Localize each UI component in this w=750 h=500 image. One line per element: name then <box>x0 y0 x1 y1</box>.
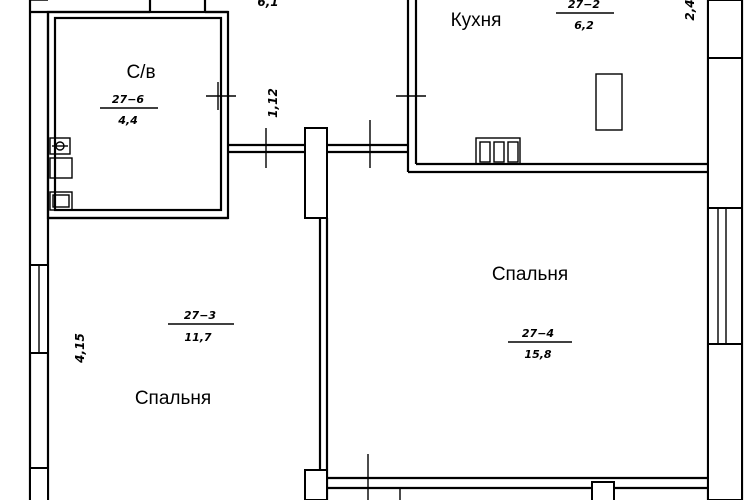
bathroom-fixture-bottom <box>49 191 73 211</box>
bedroom-left-code: 27−3 <box>184 309 217 322</box>
kitchen-code: 27−2 <box>568 0 601 11</box>
bedroom-left-area: 11,7 <box>184 331 211 344</box>
bathroom-fixture-mid <box>49 157 73 179</box>
kitchen-table <box>595 73 623 131</box>
bathroom-outer <box>46 10 230 220</box>
kitchen-name: Кухня <box>451 10 502 31</box>
left-window-lower <box>29 467 49 500</box>
left-wall-dimension: 4,15 <box>73 333 87 364</box>
corridor-dimension: 1,12 <box>266 88 280 118</box>
right-wall-lower <box>707 343 743 500</box>
right-window-upper <box>707 0 743 59</box>
pillar <box>304 127 328 219</box>
right-window-middle <box>707 207 743 345</box>
kitchen-stove-burner-1 <box>479 141 491 163</box>
bathroom-fixture-bottom-inner <box>52 194 70 208</box>
bedroom-left-name: Спальня <box>135 388 211 409</box>
top-right-partial-dimension: 2,4 <box>683 0 697 21</box>
bathroom-fixture-top <box>49 137 71 155</box>
bedroom-right-code: 27−4 <box>522 327 554 340</box>
top-partial-dimension: 6,1 <box>257 0 278 9</box>
right-wall-segment <box>707 57 743 209</box>
bathroom-name: С/в <box>126 62 155 83</box>
kitchen-stove-burner-2 <box>493 141 505 163</box>
bottom-pillar <box>591 481 615 500</box>
kitchen-stove <box>475 137 521 165</box>
bathroom-code: 27−6 <box>112 93 145 106</box>
kitchen-stove-burner-3 <box>507 141 519 163</box>
bedroom-right-name: Спальня <box>492 264 568 285</box>
bathroom-tap-icon <box>55 141 65 151</box>
bathroom-inner <box>53 16 223 212</box>
bedroom-right-area: 15,8 <box>524 348 551 361</box>
kitchen-area: 6,2 <box>574 19 594 32</box>
bathroom-area: 4,4 <box>117 114 138 127</box>
lower-pillar <box>304 469 328 500</box>
